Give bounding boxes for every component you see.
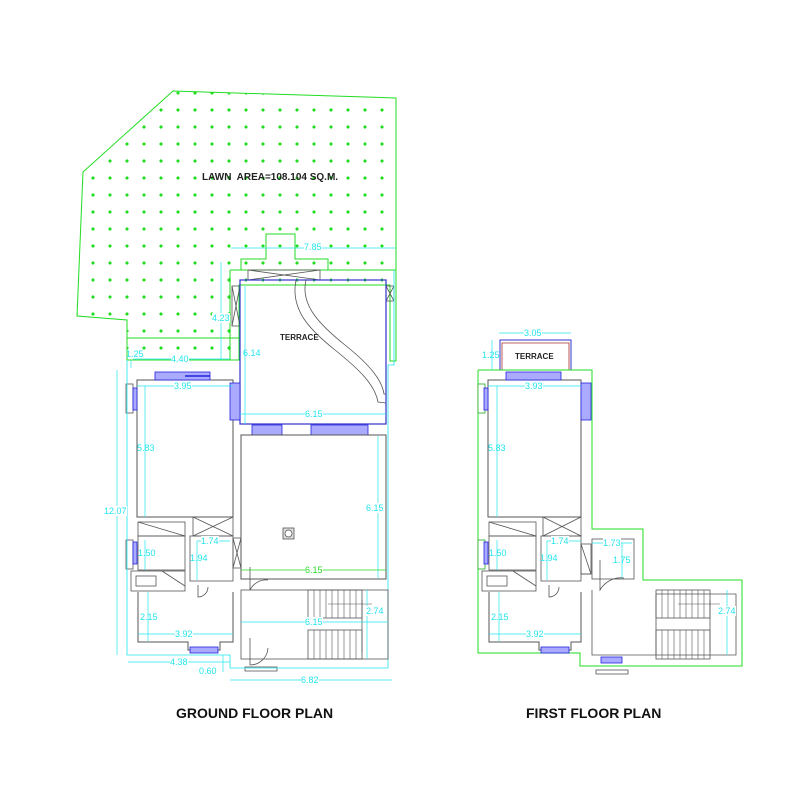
ff-dim-bath-depth: 1.50 (489, 548, 507, 558)
dim-stair-width: 2.74 (366, 606, 384, 616)
stair-treads (313, 590, 372, 659)
dim-left-overall: 4.38 (170, 657, 188, 667)
first-floor-plan (477, 332, 743, 675)
dim-setback: 1.25 (126, 349, 144, 359)
lawn-area-label: LAWN AREA=108.104 SQ.M. (202, 172, 339, 183)
dim-right-overall: 6.82 (301, 675, 319, 685)
dim-overall-depth: 12.07 (104, 506, 127, 516)
ff-terrace-label: TERRACE (515, 352, 554, 361)
dim-bedroom-depth: 5.83 (137, 443, 155, 453)
ff-dim-bedroom-width: 3.93 (525, 381, 543, 391)
ground-floor-title: GROUND FLOOR PLAN (176, 705, 334, 721)
dim-terrace-offset: 4.23 (212, 313, 230, 323)
dim-terrace-width: 6.15 (305, 409, 323, 419)
ff-dim-bedroom-depth: 5.83 (488, 443, 506, 453)
ff-dim-kitchen-width: 3.92 (526, 629, 544, 639)
gf-terrace-label: TERRACE (280, 333, 319, 342)
first-floor-title: FIRST FLOOR PLAN (526, 705, 662, 721)
dim-terrace-depth: 6.14 (243, 348, 261, 358)
ff-dim-stair-width: 2.74 (718, 606, 736, 616)
dim-kitchen-depth: 2.15 (140, 612, 158, 622)
ff-dim-terrace-width: 3.05 (524, 328, 542, 338)
ff-dim-toilet-width: 1.74 (551, 536, 569, 546)
dim-stair-length: 6.15 (305, 617, 323, 627)
ff-dim-store-depth: 1.75 (613, 555, 631, 565)
dim-toilet-depth: 1.94 (190, 553, 208, 563)
dim-lawn-width: 7.85 (304, 242, 322, 252)
dim-bedroom-width: 3.95 (174, 381, 192, 391)
dim-gap: 0.60 (199, 666, 217, 676)
ff-dim-kitchen-depth: 2.15 (491, 612, 509, 622)
dim-hall-depth: 6.15 (366, 503, 384, 513)
dim-hall-width: 6.15 (305, 565, 323, 575)
ff-dim-terrace-depth: 1.25 (482, 350, 500, 360)
lawn-area (76, 90, 397, 362)
dim-toilet-width: 1.74 (201, 536, 219, 546)
dim-bath-depth: 1.50 (138, 548, 156, 558)
ff-dim-store-width: 1.73 (603, 538, 621, 548)
ff-dim-toilet-depth: 1.94 (540, 553, 558, 563)
dim-front-width: 4.40 (171, 354, 189, 364)
dim-kitchen-width: 3.92 (175, 629, 193, 639)
